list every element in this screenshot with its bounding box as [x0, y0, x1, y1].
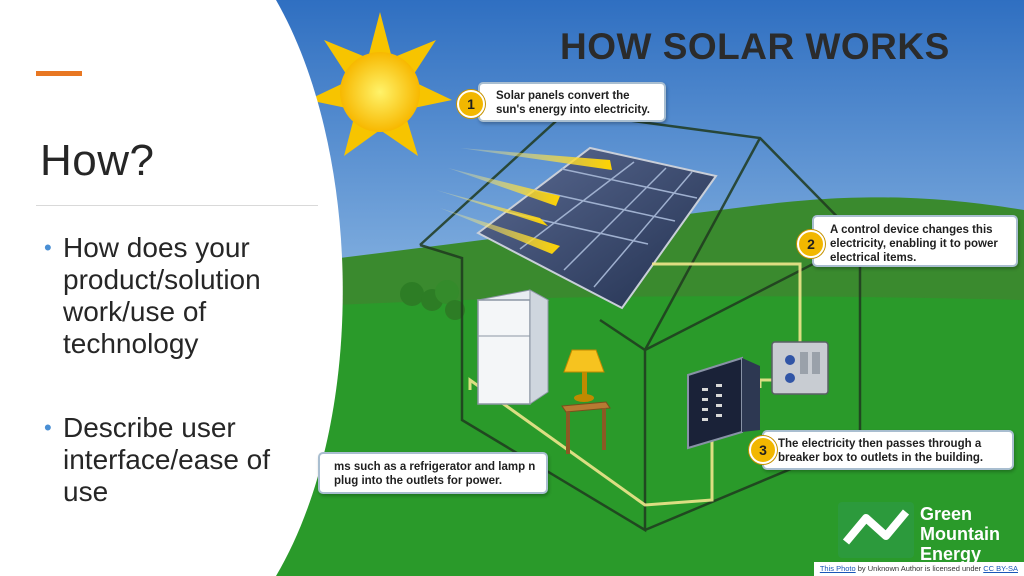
- step-number-badge: 1: [457, 90, 485, 118]
- bullet-item: • How does your product/solution work/use…: [44, 232, 304, 360]
- slide-title: How?: [40, 136, 155, 185]
- illustration-heading: HOW SOLAR WORKS: [560, 26, 950, 67]
- brand-line: Mountain: [920, 524, 1000, 544]
- refrigerator: [476, 289, 550, 405]
- callout-control-device: A control device changes this electricit…: [812, 215, 1018, 267]
- callout-text: The electricity then passes through a br…: [778, 438, 984, 464]
- step-number-badge: 2: [797, 230, 825, 258]
- bushes: [400, 280, 465, 320]
- brand-line: Energy: [920, 544, 982, 564]
- bullet-list: • How does your product/solution work/use…: [44, 232, 304, 508]
- solar-panel-array: [476, 146, 718, 310]
- callout-text: Solar panels convert the sun's energy in…: [496, 90, 650, 116]
- callout-text: ms such as a refrigerator and lamp n plu…: [334, 461, 536, 487]
- lamp: [563, 349, 605, 402]
- photo-credit: This Photo by Unknown Author is licensed…: [813, 562, 1024, 576]
- house: [419, 110, 862, 533]
- green-mountain-logo: [838, 502, 914, 558]
- photo-link[interactable]: This Photo: [819, 564, 856, 573]
- breaker-box: [687, 356, 760, 450]
- credit-text: by Unknown Author is licensed under: [855, 564, 984, 573]
- control-device: [771, 341, 829, 395]
- title-divider: [36, 205, 318, 206]
- callout-outlets: ms such as a refrigerator and lamp n plu…: [318, 452, 548, 494]
- bullet-item: • Describe user interface/ease of use: [44, 412, 304, 508]
- callout-text: A control device changes this electricit…: [830, 224, 998, 264]
- side-table: [561, 401, 611, 454]
- callout-breaker-box: The electricity then passes through a br…: [762, 430, 1014, 470]
- bullet-text: Describe user interface/ease of use: [63, 412, 271, 507]
- sun-rays: [436, 148, 612, 254]
- license-link[interactable]: CC BY-SA: [983, 564, 1018, 573]
- bullet-dot-icon: •: [44, 235, 52, 260]
- bullet-text: How does your product/solution work/use …: [63, 232, 261, 359]
- bullet-dot-icon: •: [44, 415, 52, 440]
- step-number-badge: 3: [749, 436, 777, 464]
- brand-line: Green: [920, 504, 973, 524]
- sun-icon: [308, 12, 452, 156]
- callout-solar-panels: Solar panels convert the sun's energy in…: [478, 82, 666, 122]
- brand-name: Green Mountain Energy: [920, 504, 1000, 564]
- accent-bar: [36, 71, 82, 76]
